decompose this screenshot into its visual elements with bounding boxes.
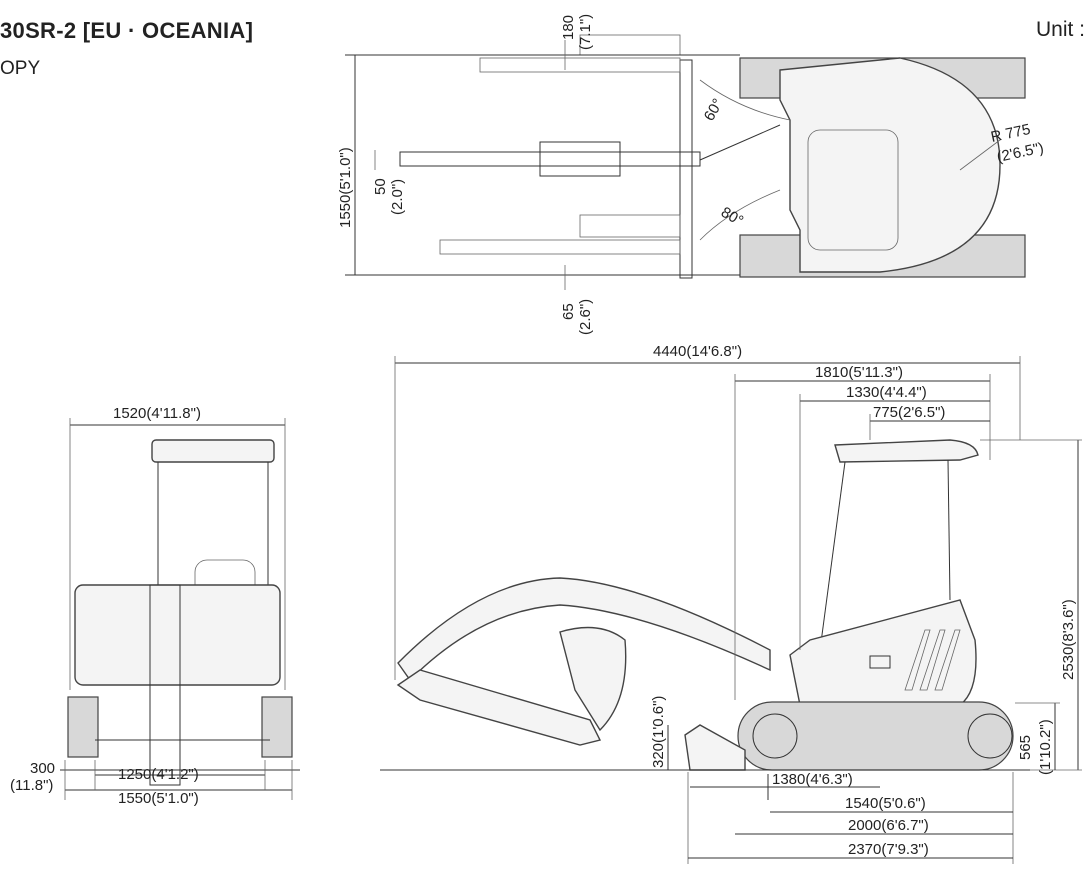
front-dim-300-in: (11.8")	[10, 777, 53, 794]
side-dim-565-in: (1'10.2")	[1037, 719, 1054, 775]
side-dim-4440: 4440(14'6.8")	[653, 343, 742, 360]
front-dim-300: 300	[30, 760, 55, 777]
front-dim-1550: 1550(5'1.0")	[118, 790, 199, 807]
top-angle-arc-80	[699, 189, 781, 241]
top-dim-65: 65	[560, 303, 577, 320]
front-body	[74, 584, 281, 686]
front-dim-1520: 1520(4'11.8")	[113, 405, 201, 422]
side-sprocket	[967, 713, 1013, 759]
side-blade	[684, 724, 746, 771]
front-track-right	[261, 696, 293, 758]
side-dim-1540: 1540(5'0.6")	[845, 795, 926, 812]
side-dim-775: 775(2'6.5")	[873, 404, 945, 421]
top-boom-offset-lower	[439, 239, 681, 255]
side-dim-2370: 2370(7'9.3")	[848, 841, 929, 858]
side-upper-body	[789, 599, 977, 706]
top-dim-65-in: (2.6")	[577, 299, 594, 335]
top-swing-link	[699, 124, 781, 161]
front-canopy-roof	[151, 439, 275, 463]
front-dim-1250: 1250(4'1.2")	[118, 766, 199, 783]
side-dim-1380: 1380(4'6.3")	[772, 771, 853, 788]
top-dim-1550: 1550(5'1.0")	[337, 147, 354, 228]
top-dim-180: 180	[560, 15, 577, 40]
front-boom	[149, 584, 181, 786]
side-view: 4440(14'6.8") 1810(5'11.3") 1330(4'4.4")…	[380, 343, 1082, 864]
top-angle-60: 60°	[701, 96, 727, 124]
page-title: 30SR-2 [EU · OCEANIA]	[0, 18, 254, 43]
unit-label: Unit :	[1035, 18, 1085, 41]
side-canopy-roof	[834, 439, 979, 463]
top-bucket-offset-lower	[579, 214, 681, 238]
side-dim-320: 320(1'0.6")	[650, 696, 667, 768]
side-dim-2530: 2530(8'3.6")	[1060, 599, 1077, 680]
top-blade	[679, 59, 693, 279]
top-upper-structure	[779, 57, 1001, 273]
top-angle-80: 80°	[718, 204, 746, 230]
top-boom-center	[399, 151, 701, 167]
side-bucket	[559, 626, 627, 732]
top-dim-180-in: (7.1")	[577, 14, 594, 50]
top-dim-50-in: (2.0")	[389, 179, 406, 215]
top-bucket-offset-upper	[579, 34, 681, 56]
side-dim-1330: 1330(4'4.4")	[846, 384, 927, 401]
page-subtitle: OPY	[0, 58, 41, 79]
side-arm	[396, 669, 602, 746]
top-angle-arc-60	[699, 79, 791, 121]
top-view: 1550(5'1.0") 180 (7.1") 50 (2.0") 65 (2.…	[337, 14, 1045, 335]
side-track	[737, 701, 1014, 771]
side-boom	[397, 577, 771, 682]
front-view: 1520(4'11.8") 300 (11.8") 1250(4'1.2") 1…	[10, 405, 300, 807]
top-boom-offset-upper	[479, 57, 681, 73]
front-track-left	[67, 696, 99, 758]
side-dim-1810: 1810(5'11.3")	[815, 364, 903, 381]
top-boom-joint	[539, 141, 621, 177]
side-dim-2000: 2000(6'6.7")	[848, 817, 929, 834]
side-dim-565: 565	[1017, 735, 1034, 760]
top-cab	[807, 129, 899, 251]
top-dim-50: 50	[372, 178, 389, 195]
side-body-emblem	[869, 655, 891, 669]
